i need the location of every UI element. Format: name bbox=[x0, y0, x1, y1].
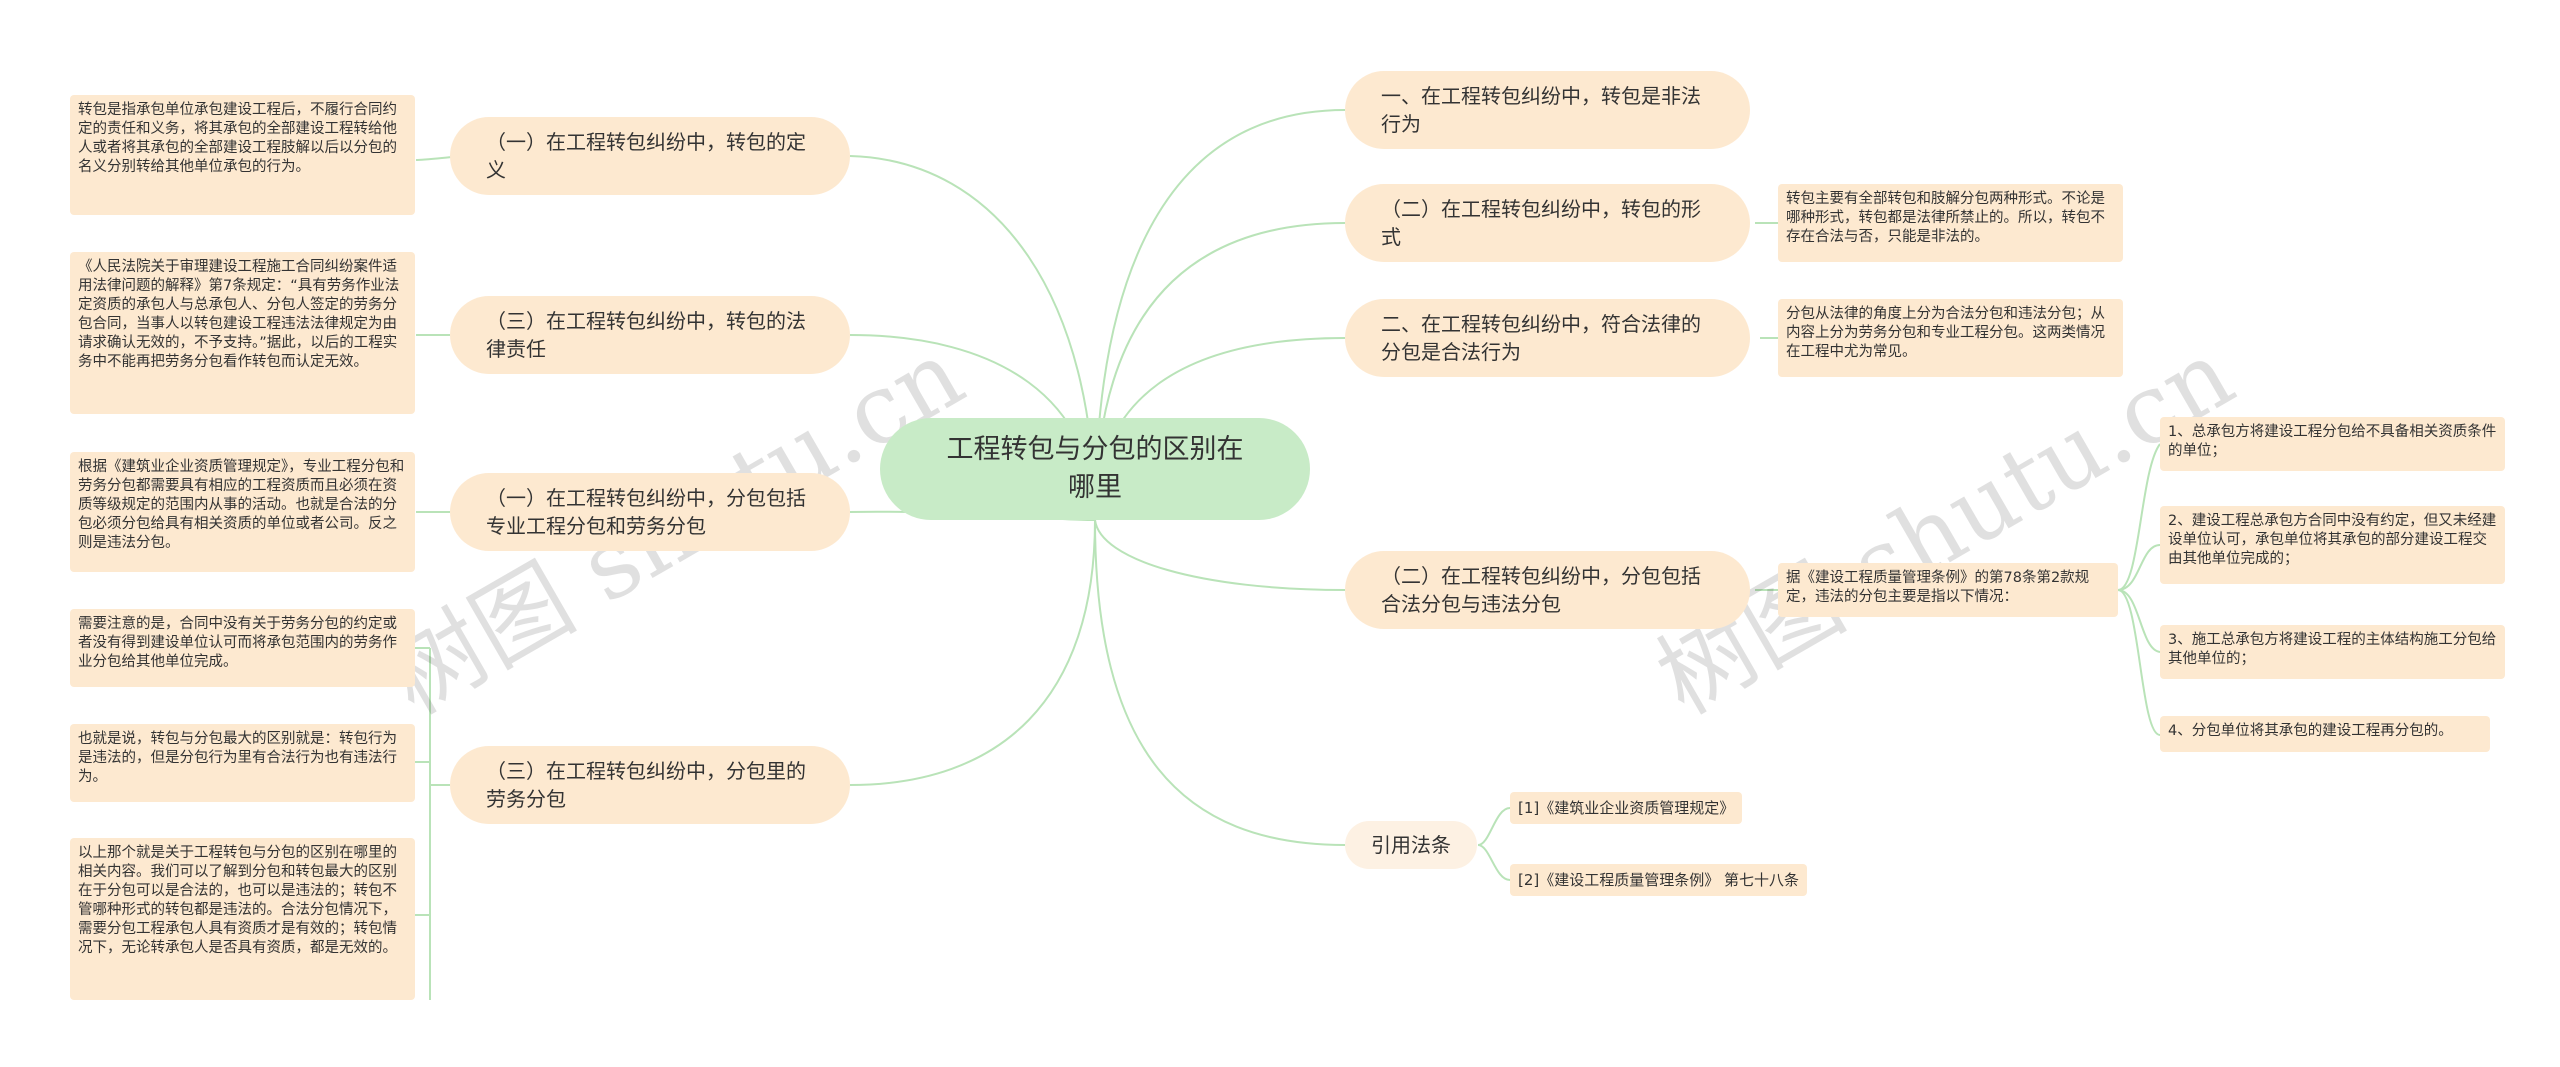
leaf-illegal-case-4: 4、分包单位将其承包的建设工程再分包的。 bbox=[2160, 716, 2490, 752]
leaf-labor-difference: 也就是说，转包与分包最大的区别就是：转包行为是违法的，但是分包行为里有合法行为也… bbox=[70, 724, 415, 802]
branch-legal-illegal-subcontract[interactable]: （二）在工程转包纠纷中，分包包括合法分包与违法分包 bbox=[1345, 551, 1750, 629]
branch-subcontract-types[interactable]: （一）在工程转包纠纷中，分包包括专业工程分包和劳务分包 bbox=[450, 473, 850, 551]
branch-transfer-illegal[interactable]: 一、在工程转包纠纷中，转包是非法行为 bbox=[1345, 71, 1750, 149]
branch-transfer-forms[interactable]: （二）在工程转包纠纷中，转包的形式 bbox=[1345, 184, 1750, 262]
leaf-transfer-definition: 转包是指承包单位承包建设工程后，不履行合同约定的责任和义务，将其承包的全部建设工… bbox=[70, 95, 415, 215]
leaf-transfer-forms: 转包主要有全部转包和肢解分包两种形式。不论是哪种形式，转包都是法律所禁止的。所以… bbox=[1778, 184, 2123, 262]
branch-labor-subcontract[interactable]: （三）在工程转包纠纷中，分包里的劳务分包 bbox=[450, 746, 850, 824]
leaf-illegal-subcontract-basis: 据《建设工程质量管理条例》的第78条第2款规定，违法的分包主要是指以下情况： bbox=[1778, 563, 2118, 617]
branch-transfer-liability[interactable]: （三）在工程转包纠纷中，转包的法律责任 bbox=[450, 296, 850, 374]
citation-2[interactable]: [2]《建设工程质量管理条例》 第七十八条 bbox=[1510, 864, 1808, 896]
leaf-subcontract-types: 根据《建筑业企业资质管理规定》，专业工程分包和劳务分包都需要具有相应的工程资质而… bbox=[70, 452, 415, 572]
central-topic[interactable]: 工程转包与分包的区别在哪里 bbox=[880, 418, 1310, 520]
leaf-illegal-case-2: 2、建设工程总承包方合同中没有约定，但又未经建设单位认可，承包单位将其承包的部分… bbox=[2160, 506, 2505, 584]
branch-legal-subcontract[interactable]: 二、在工程转包纠纷中，符合法律的分包是合法行为 bbox=[1345, 299, 1750, 377]
leaf-labor-summary: 以上那个就是关于工程转包与分包的区别在哪里的相关内容。我们可以了解到分包和转包最… bbox=[70, 838, 415, 1000]
branch-cited-laws[interactable]: 引用法条 bbox=[1345, 821, 1477, 869]
leaf-transfer-liability: 《人民法院关于审理建设工程施工合同纠纷案件适用法律问题的解释》第7条规定：“具有… bbox=[70, 252, 415, 414]
citation-1[interactable]: [1]《建筑业企业资质管理规定》 bbox=[1510, 792, 1743, 824]
leaf-labor-note: 需要注意的是，合同中没有关于劳务分包的约定或者没有得到建设单位认可而将承包范围内… bbox=[70, 609, 415, 687]
leaf-illegal-case-1: 1、总承包方将建设工程分包给不具备相关资质条件的单位； bbox=[2160, 417, 2505, 471]
leaf-legal-subcontract: 分包从法律的角度上分为合法分包和违法分包；从内容上分为劳务分包和专业工程分包。这… bbox=[1778, 299, 2123, 377]
leaf-illegal-case-3: 3、施工总承包方将建设工程的主体结构施工分包给其他单位的； bbox=[2160, 625, 2505, 679]
branch-transfer-definition[interactable]: （一）在工程转包纠纷中，转包的定义 bbox=[450, 117, 850, 195]
